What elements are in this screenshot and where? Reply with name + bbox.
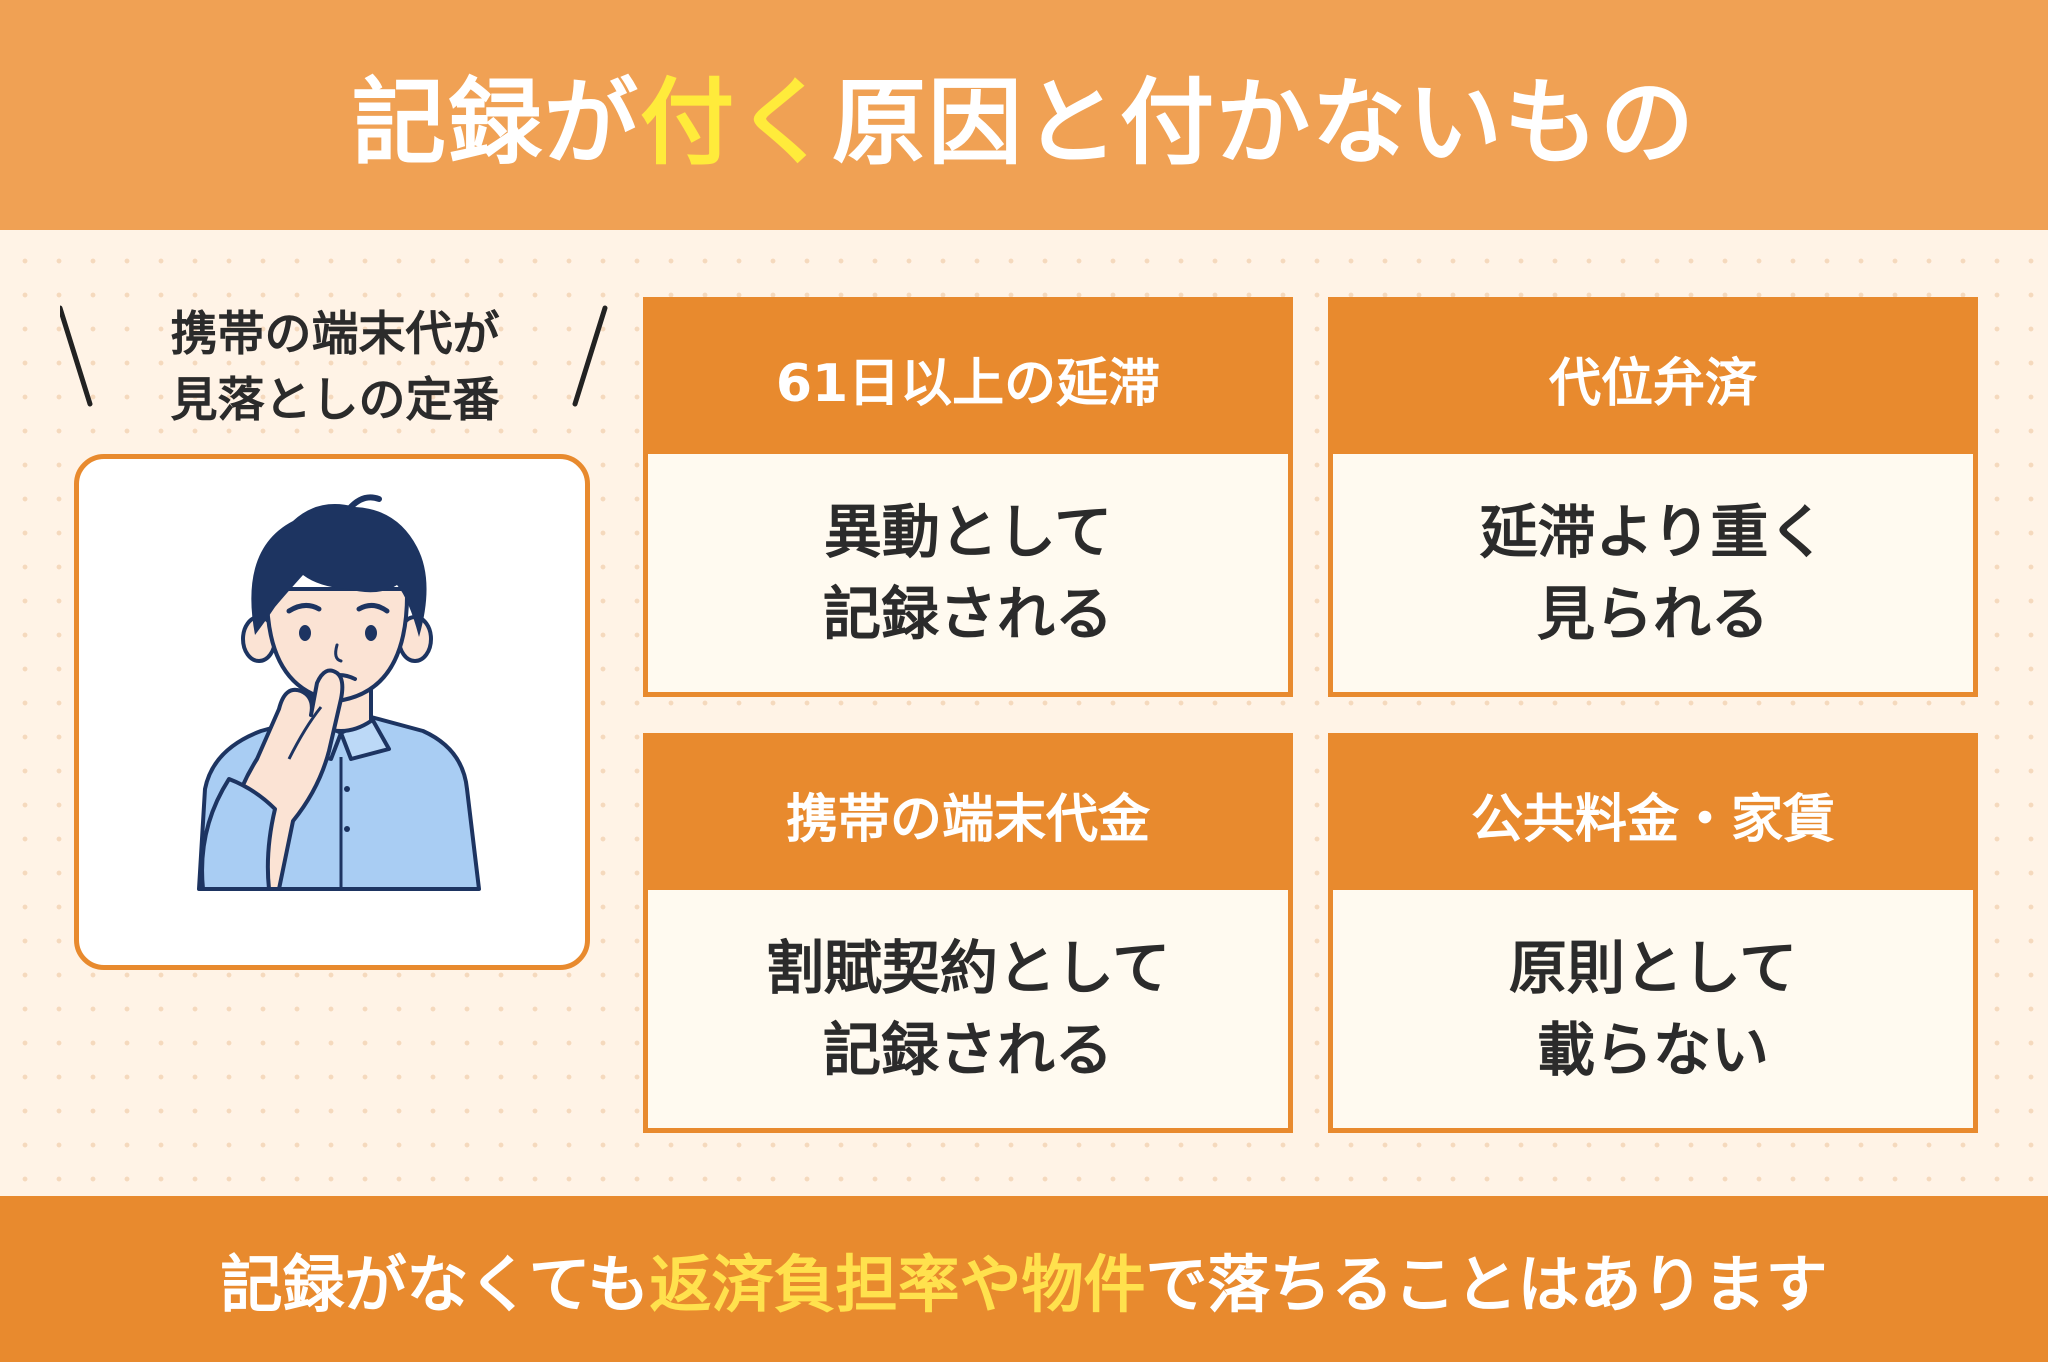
footer-text: 記録がなくても返済負担率や物件で落ちることはあります [220,1234,1827,1324]
card-body: 異動として 記録される [648,454,1288,692]
illustration-card [74,454,590,970]
card-utilities-rent: 公共料金・家賃 原則として 載らない [1328,733,1978,1133]
card-body-line1: 原則として [1508,934,1798,1002]
card-body-line1: 割賦契約として [765,934,1171,1002]
card-title: 代位弁済 [1333,302,1973,454]
header-banner: 記録が付く原因と付かないもの [0,0,2048,230]
footer-banner: 記録がなくても返済負担率や物件で落ちることはあります [0,1196,2048,1362]
card-title: 公共料金・家賃 [1333,738,1973,890]
card-title: 携帯の端末代金 [648,738,1288,890]
title-part1: 記録が [351,69,640,178]
card-body-line1: 異動として [823,498,1113,566]
card-body-line1: 延滞より重く [1479,498,1827,566]
footer-part1: 記録がなくても [220,1248,650,1321]
callout-line2: 見落としの定番 [170,373,500,428]
card-body-line2: 見られる [1536,580,1769,648]
card-body: 延滞より重く 見られる [1333,454,1973,692]
footer-highlight: 返済負担率や物件 [649,1248,1146,1321]
card-title: 61日以上の延滞 [648,302,1288,454]
worried-man-icon [197,494,481,891]
title-part2: 原因と付かないもの [832,69,1697,178]
footer-part2: で落ちることはあります [1145,1248,1828,1321]
card-subrogation: 代位弁済 延滞より重く 見られる [1328,297,1978,697]
title-highlight: 付く [639,69,832,178]
card-body-line2: 記録される [822,1016,1113,1084]
callout: 携帯の端末代が 見落としの定番 [60,296,610,436]
callout-line1: 携帯の端末代が [170,307,500,362]
emphasis-lines-icon [60,305,608,407]
callout-text: 携帯の端末代が 見落としの定番 [160,302,510,434]
card-long-delinquency: 61日以上の延滞 異動として 記録される [643,297,1293,697]
card-body: 原則として 載らない [1333,890,1973,1128]
card-body: 割賦契約として 記録される [648,890,1288,1128]
card-body-line2: 載らない [1536,1016,1769,1084]
card-phone-device: 携帯の端末代金 割賦契約として 記録される [643,733,1293,1133]
card-body-line2: 記録される [822,580,1113,648]
page-title: 記録が付く原因と付かないもの [352,47,1696,183]
